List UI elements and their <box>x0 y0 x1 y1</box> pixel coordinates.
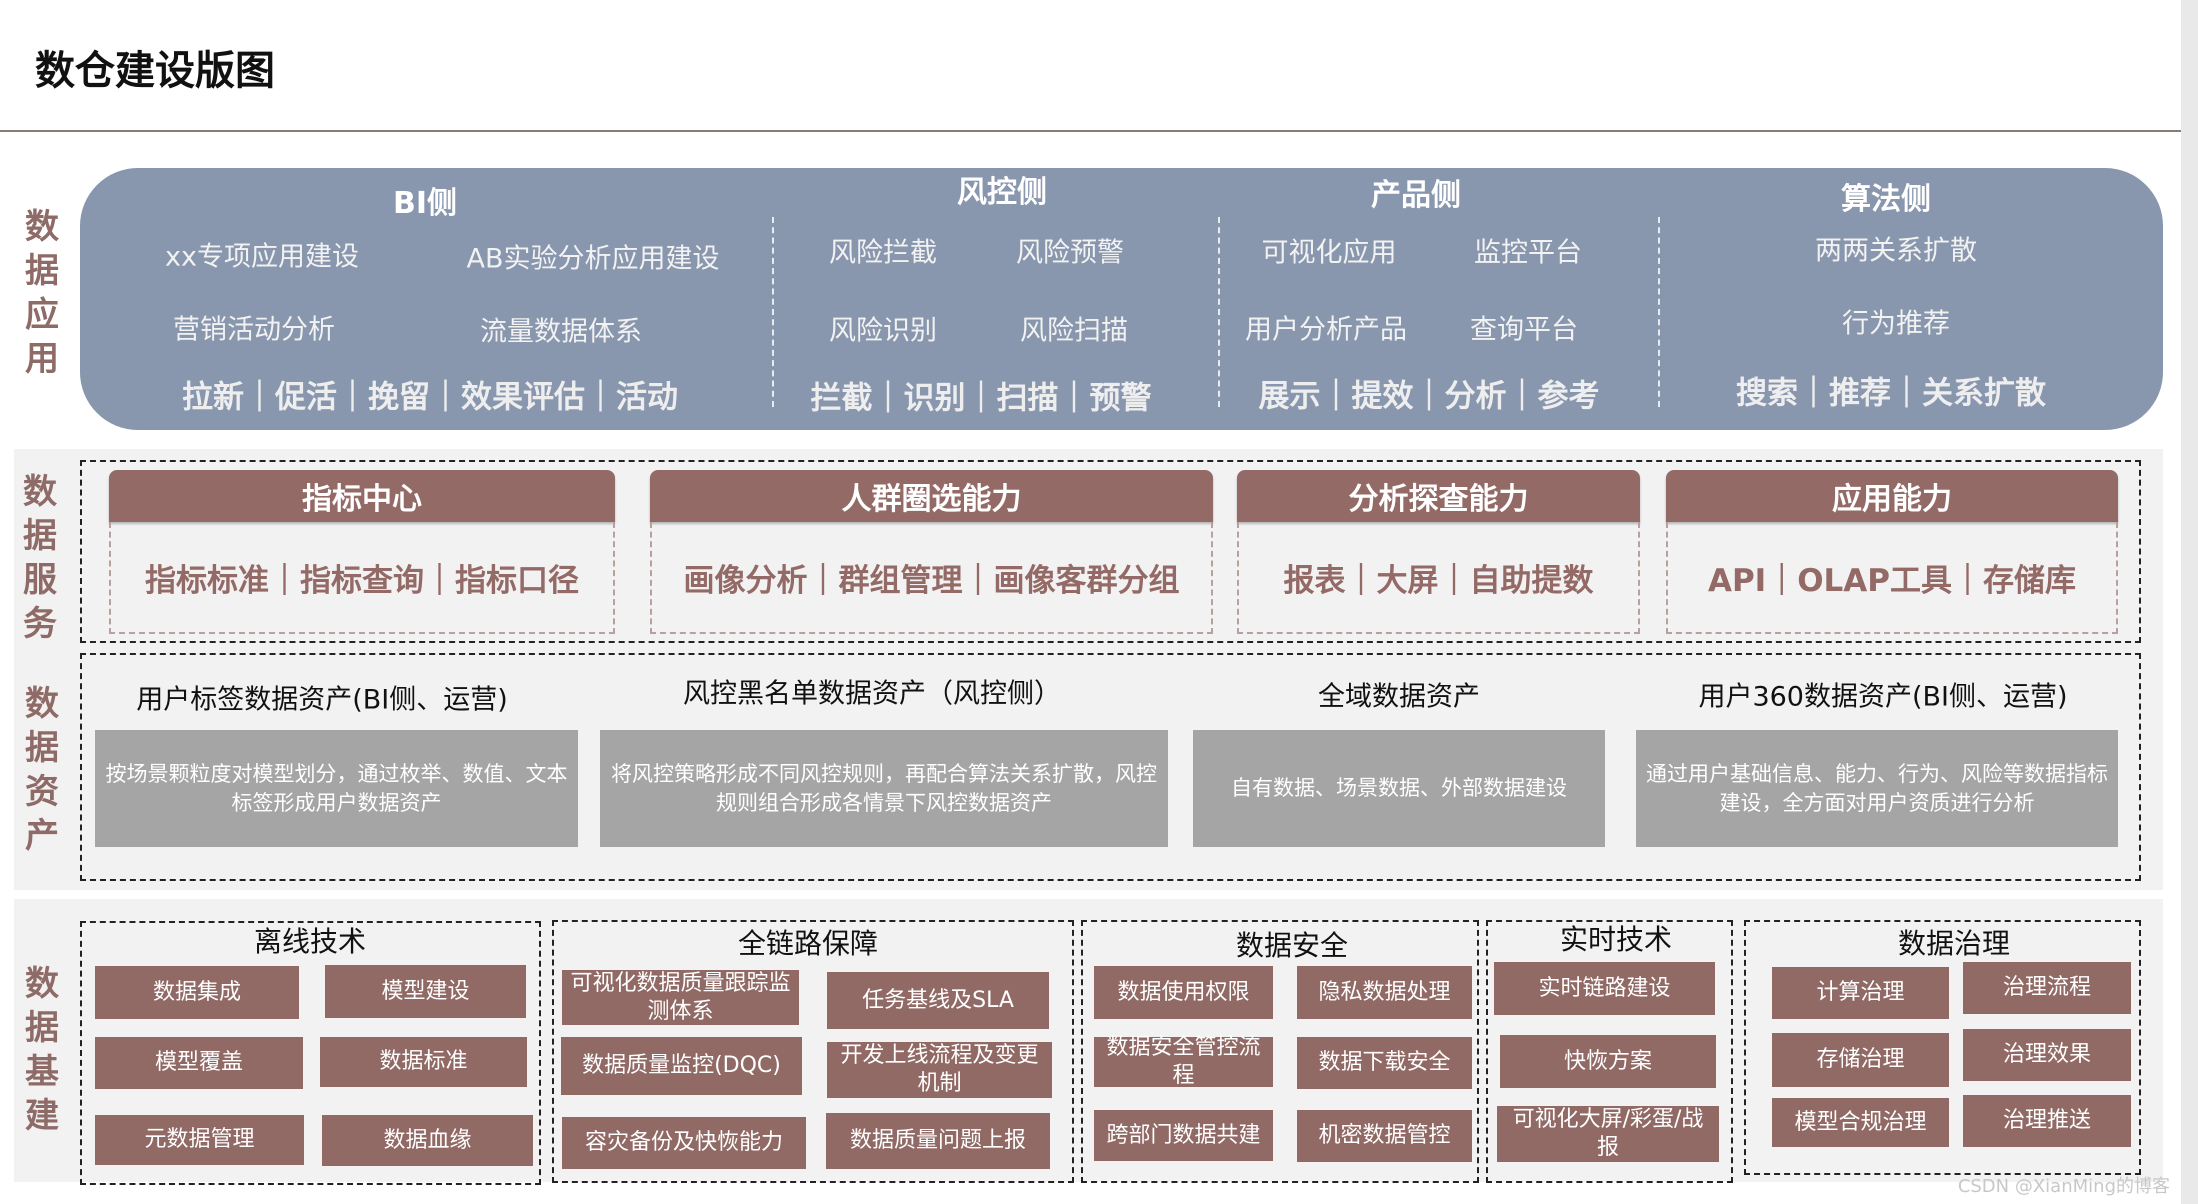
infrastructure-item: 存储治理 <box>1772 1033 1949 1087</box>
infrastructure-item: 数据集成 <box>95 966 299 1019</box>
watermark: CSDN @XianMing的博客 <box>1957 1176 2170 1197</box>
service-container <box>80 460 2141 643</box>
application-tags: 拦截｜识别｜扫描｜预警 <box>810 380 1152 417</box>
application-item: xx专项应用建设 <box>165 241 359 273</box>
assets-container <box>80 653 2141 881</box>
asset-heading: 全域数据资产 <box>1318 681 1480 713</box>
page-title: 数仓建设版图 <box>35 48 275 94</box>
asset-heading: 风控黑名单数据资产（风控侧） <box>683 678 1061 710</box>
service-card-content: 报表｜大屏｜自助提数 <box>1237 522 1640 634</box>
infrastructure-group <box>80 921 541 1185</box>
service-card-header: 应用能力 <box>1666 470 2118 522</box>
service-card-header: 指标中心 <box>109 470 615 522</box>
asset-description: 按场景颗粒度对模型划分，通过枚举、数值、文本标签形成用户数据资产 <box>95 730 578 847</box>
asset-heading: 用户标签数据资产(BI侧、运营) <box>136 684 508 716</box>
asset-description: 自有数据、场景数据、外部数据建设 <box>1193 730 1605 847</box>
asset-description: 通过用户基础信息、能力、行为、风险等数据指标建设，全方面对用户资质进行分析 <box>1636 730 2118 847</box>
application-item: 流量数据体系 <box>480 316 642 348</box>
application-panel <box>80 168 2163 430</box>
group-heading: 全链路保障 <box>737 927 879 960</box>
group-heading: 离线技术 <box>253 925 367 958</box>
application-item: 风险扫描 <box>1020 315 1128 347</box>
column-divider <box>1658 217 1660 407</box>
application-item: 风险预警 <box>1016 237 1124 269</box>
infrastructure-group <box>1744 920 2141 1175</box>
application-item: 可视化应用 <box>1261 237 1397 269</box>
group-heading: 实时技术 <box>1559 923 1673 956</box>
infrastructure-item: 隐私数据处理 <box>1297 966 1472 1019</box>
infrastructure-group <box>1081 920 1479 1183</box>
application-item: 查询平台 <box>1470 314 1578 346</box>
layer-label-application: 数据应用 <box>25 207 59 379</box>
title-divider <box>0 130 2187 132</box>
infrastructure-item: 模型建设 <box>325 965 526 1018</box>
infrastructure-item: 快恢方案 <box>1500 1035 1716 1088</box>
infrastructure-item: 数据质量监控(DQC) <box>561 1037 802 1095</box>
infrastructure-item: 数据质量问题上报 <box>826 1113 1050 1169</box>
infrastructure-item: 数据下载安全 <box>1297 1037 1472 1089</box>
infrastructure-item: 可视化大屏/彩蛋/战报 <box>1497 1106 1719 1162</box>
infrastructure-item: 数据使用权限 <box>1094 966 1273 1019</box>
infrastructure-item: 治理推送 <box>1963 1095 2131 1147</box>
asset-description: 将风控策略形成不同风控规则，再配合算法关系扩散，风控规则组合形成各情景下风控数据… <box>600 730 1168 847</box>
asset-heading: 用户360数据资产(BI侧、运营) <box>1698 681 2068 713</box>
application-item: 用户分析产品 <box>1245 314 1407 346</box>
column-heading: 算法侧 <box>1841 182 1931 217</box>
application-tags: 搜索｜推荐｜关系扩散 <box>1736 375 2046 412</box>
layer-label-service: 数据服务 <box>23 472 57 644</box>
application-item: 两两关系扩散 <box>1815 235 1977 267</box>
column-heading: BI侧 <box>392 186 458 221</box>
application-item: AB实验分析应用建设 <box>466 243 720 275</box>
infrastructure-item: 可视化数据质量跟踪监测体系 <box>562 970 799 1025</box>
layer-label-assets: 数据资产 <box>25 684 59 856</box>
group-heading: 数据治理 <box>1897 927 2011 960</box>
infrastructure-item: 实时链路建设 <box>1494 962 1715 1015</box>
service-card-header: 分析探查能力 <box>1237 470 1640 522</box>
application-item: 风险识别 <box>829 315 937 347</box>
infrastructure-item: 计算治理 <box>1772 967 1949 1019</box>
infrastructure-item: 任务基线及SLA <box>827 972 1049 1029</box>
column-heading: 风控侧 <box>957 175 1047 210</box>
column-divider <box>772 217 774 407</box>
infrastructure-item: 开发上线流程及变更机制 <box>827 1042 1052 1098</box>
application-tags: 展示｜提效｜分析｜参考 <box>1258 378 1600 415</box>
application-item: 监控平台 <box>1474 237 1582 269</box>
application-item: 风险拦截 <box>829 237 937 269</box>
infrastructure-item: 数据血缘 <box>322 1115 533 1166</box>
infrastructure-item: 机密数据管控 <box>1297 1110 1472 1162</box>
infrastructure-item: 模型覆盖 <box>95 1037 303 1089</box>
application-item: 营销活动分析 <box>173 314 335 346</box>
scrollbar[interactable] <box>2181 0 2198 1204</box>
infrastructure-item: 治理效果 <box>1963 1029 2131 1081</box>
infrastructure-item: 容灾备份及快恢能力 <box>562 1117 806 1169</box>
service-card-content: 画像分析｜群组管理｜画像客群分组 <box>650 522 1213 634</box>
infrastructure-item: 数据标准 <box>320 1037 527 1087</box>
service-card-content: 指标标准｜指标查询｜指标口径 <box>109 522 615 634</box>
group-heading: 数据安全 <box>1235 929 1349 962</box>
column-divider <box>1218 217 1220 407</box>
infrastructure-item: 跨部门数据共建 <box>1094 1110 1273 1161</box>
application-item: 行为推荐 <box>1842 308 1950 340</box>
column-heading: 产品侧 <box>1371 178 1461 213</box>
layer-label-infrastructure: 数据基建 <box>25 964 59 1136</box>
infrastructure-group <box>552 920 1074 1183</box>
service-card-header: 人群圈选能力 <box>650 470 1213 522</box>
infrastructure-item: 模型合规治理 <box>1772 1098 1949 1147</box>
infrastructure-item: 元数据管理 <box>95 1115 304 1165</box>
infrastructure-group <box>1486 920 1733 1183</box>
application-tags: 拉新｜促活｜挽留｜效果评估｜活动 <box>182 379 678 416</box>
service-card-content: API｜OLAP工具｜存储库 <box>1666 522 2118 634</box>
infrastructure-item: 数据安全管控流程 <box>1094 1035 1273 1088</box>
infrastructure-item: 治理流程 <box>1963 962 2131 1014</box>
